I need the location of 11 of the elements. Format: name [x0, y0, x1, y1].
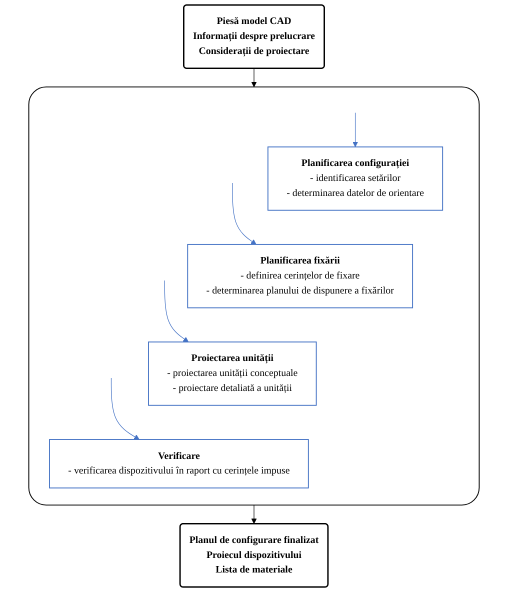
- arrow: [232, 182, 256, 245]
- arrow: [251, 504, 257, 524]
- node-box: Verificare - verificarea dispozitivului în raport cu cerințele impuse: [49, 439, 309, 488]
- arrow: [110, 378, 140, 440]
- arrow: [352, 112, 358, 148]
- cluster: [28, 86, 480, 506]
- node-box: Planificarea fixării - definirea cerințelor de fixare - determinarea planului de dispunere a fixărilor: [187, 244, 414, 308]
- arrow: [251, 68, 257, 88]
- node-box: Proiectarea unității - proiectarea unității conceptuale - proiectare detaliată a unității: [148, 342, 317, 406]
- node-box: Planificarea configurației - identificarea setărilor - determinarea datelor de orientare: [267, 146, 444, 211]
- arrow: [164, 280, 189, 342]
